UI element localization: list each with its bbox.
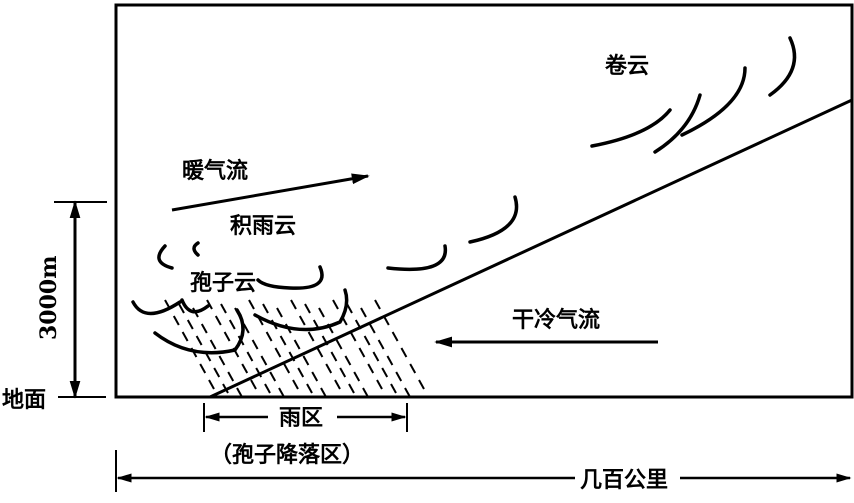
rain-streak <box>218 355 226 366</box>
rain-streak <box>186 319 194 330</box>
rain-streak <box>418 379 425 390</box>
rain-streak <box>302 355 310 366</box>
rain-streak <box>304 303 311 314</box>
rain-streak <box>358 347 366 358</box>
rain-streak <box>330 351 338 362</box>
rain-streak <box>222 383 229 394</box>
rain-streak <box>307 331 315 342</box>
rain-streak <box>265 331 273 342</box>
rain-streak <box>321 335 329 346</box>
rain-streak <box>332 299 339 310</box>
distance-label: 几百公里 <box>580 468 668 493</box>
rain-streak <box>172 315 180 326</box>
rain-streak <box>339 367 347 378</box>
rain-streak <box>213 367 221 378</box>
rain-streak <box>318 307 325 318</box>
rain-streak <box>306 383 313 394</box>
rain-streak <box>260 355 268 366</box>
frontal-surface-line <box>209 98 853 399</box>
rain-streak <box>278 387 285 398</box>
rain-streak <box>206 299 213 310</box>
rain-streak <box>248 299 255 310</box>
rain-streak <box>344 355 352 366</box>
diagram-frame <box>114 3 854 399</box>
rain-streak <box>409 363 417 374</box>
rain-streak <box>320 387 327 398</box>
rain-streak <box>246 351 254 362</box>
cirrus-label: 卷云 <box>604 53 649 79</box>
rain-streak <box>382 315 390 326</box>
rain-streak <box>200 323 208 334</box>
spore-fall-zone-label: （孢子降落区） <box>210 442 364 468</box>
rain-streak <box>311 371 319 382</box>
rain-streak <box>348 383 355 394</box>
rain-streak <box>334 379 341 390</box>
rain-streak <box>362 387 369 398</box>
rain-streak <box>372 351 380 362</box>
rain-streak <box>292 379 299 390</box>
rain-streak <box>404 387 411 398</box>
rain-streak <box>241 363 249 374</box>
rain-streak <box>391 331 399 342</box>
rain-streak <box>250 379 257 390</box>
rain-streak <box>208 379 215 390</box>
rain-streak <box>195 335 203 346</box>
rain-streak <box>381 367 389 378</box>
rain-streak <box>335 339 343 350</box>
rain-streak <box>236 387 243 398</box>
rain-streak <box>264 383 271 394</box>
rain-streak <box>223 331 231 342</box>
rain-streak <box>390 383 397 394</box>
height-label: 3000m <box>36 255 62 340</box>
warm-flow-label: 暖气流 <box>182 158 248 184</box>
ground-label: 地面 <box>2 388 46 413</box>
rain-streak <box>386 355 394 366</box>
rain-streak <box>360 307 367 318</box>
rain-streak <box>368 323 376 334</box>
spore-cloud-label: 孢子云 <box>190 270 256 296</box>
rain-streak <box>220 303 227 314</box>
rain-streak <box>297 367 305 378</box>
rain-streak <box>214 315 222 326</box>
rain-streak <box>283 363 291 374</box>
warm-flow-arrow <box>171 173 370 212</box>
rain-streak <box>227 371 235 382</box>
rain-streak <box>316 347 324 358</box>
cloud-arcs <box>131 36 797 355</box>
rain-streak <box>255 367 263 378</box>
rain-streak <box>178 303 185 314</box>
cumulonimbus-label: 积雨云 <box>230 214 296 239</box>
rain-streak <box>367 363 375 374</box>
rain-streak <box>363 335 371 346</box>
rain-streak <box>269 371 277 382</box>
rain-streak <box>288 351 296 362</box>
rain-streak <box>395 371 403 382</box>
rain-streak <box>251 339 259 350</box>
rain-streak <box>354 319 362 330</box>
rain-streak <box>181 331 189 342</box>
rain-streak <box>298 315 306 326</box>
rain-streak <box>400 347 408 358</box>
rain-streak <box>228 319 236 330</box>
rain-streak <box>325 363 333 374</box>
rain-streak <box>374 299 381 310</box>
rain-streak <box>274 347 282 358</box>
rain-streak <box>276 307 283 318</box>
rain-streak <box>209 339 217 350</box>
rain-streak <box>349 331 357 342</box>
dry-cold-flow-label: 干冷气流 <box>512 307 600 333</box>
rain-streak <box>199 363 207 374</box>
rain-zone-label: 雨区 <box>279 406 323 431</box>
rain-streak <box>262 303 269 314</box>
rain-streak <box>377 339 385 350</box>
rain-streak <box>293 339 301 350</box>
rain-streak <box>290 299 297 310</box>
rain-streak <box>353 371 361 382</box>
rain-streak <box>279 335 287 346</box>
rain-streak <box>376 379 383 390</box>
